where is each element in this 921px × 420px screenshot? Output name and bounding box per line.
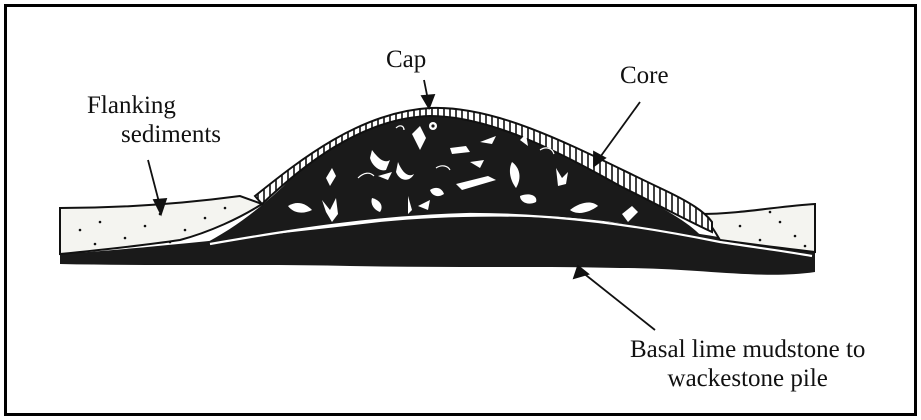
core-label-text: Core <box>620 61 669 90</box>
basal-label-line1: Basal lime mudstone to <box>630 335 865 364</box>
basal-label-line2: wackestone pile <box>630 364 865 393</box>
flanking-label-line1: Flanking <box>87 91 221 120</box>
flanking-label-line2: sediments <box>87 120 221 149</box>
cap-label: Cap <box>386 45 426 74</box>
core-label: Core <box>620 61 669 90</box>
cap-label-text: Cap <box>386 45 426 74</box>
basal-pile-label: Basal lime mudstone to wackestone pile <box>630 335 865 393</box>
flanking-sediments-label: Flanking sediments <box>87 91 221 149</box>
